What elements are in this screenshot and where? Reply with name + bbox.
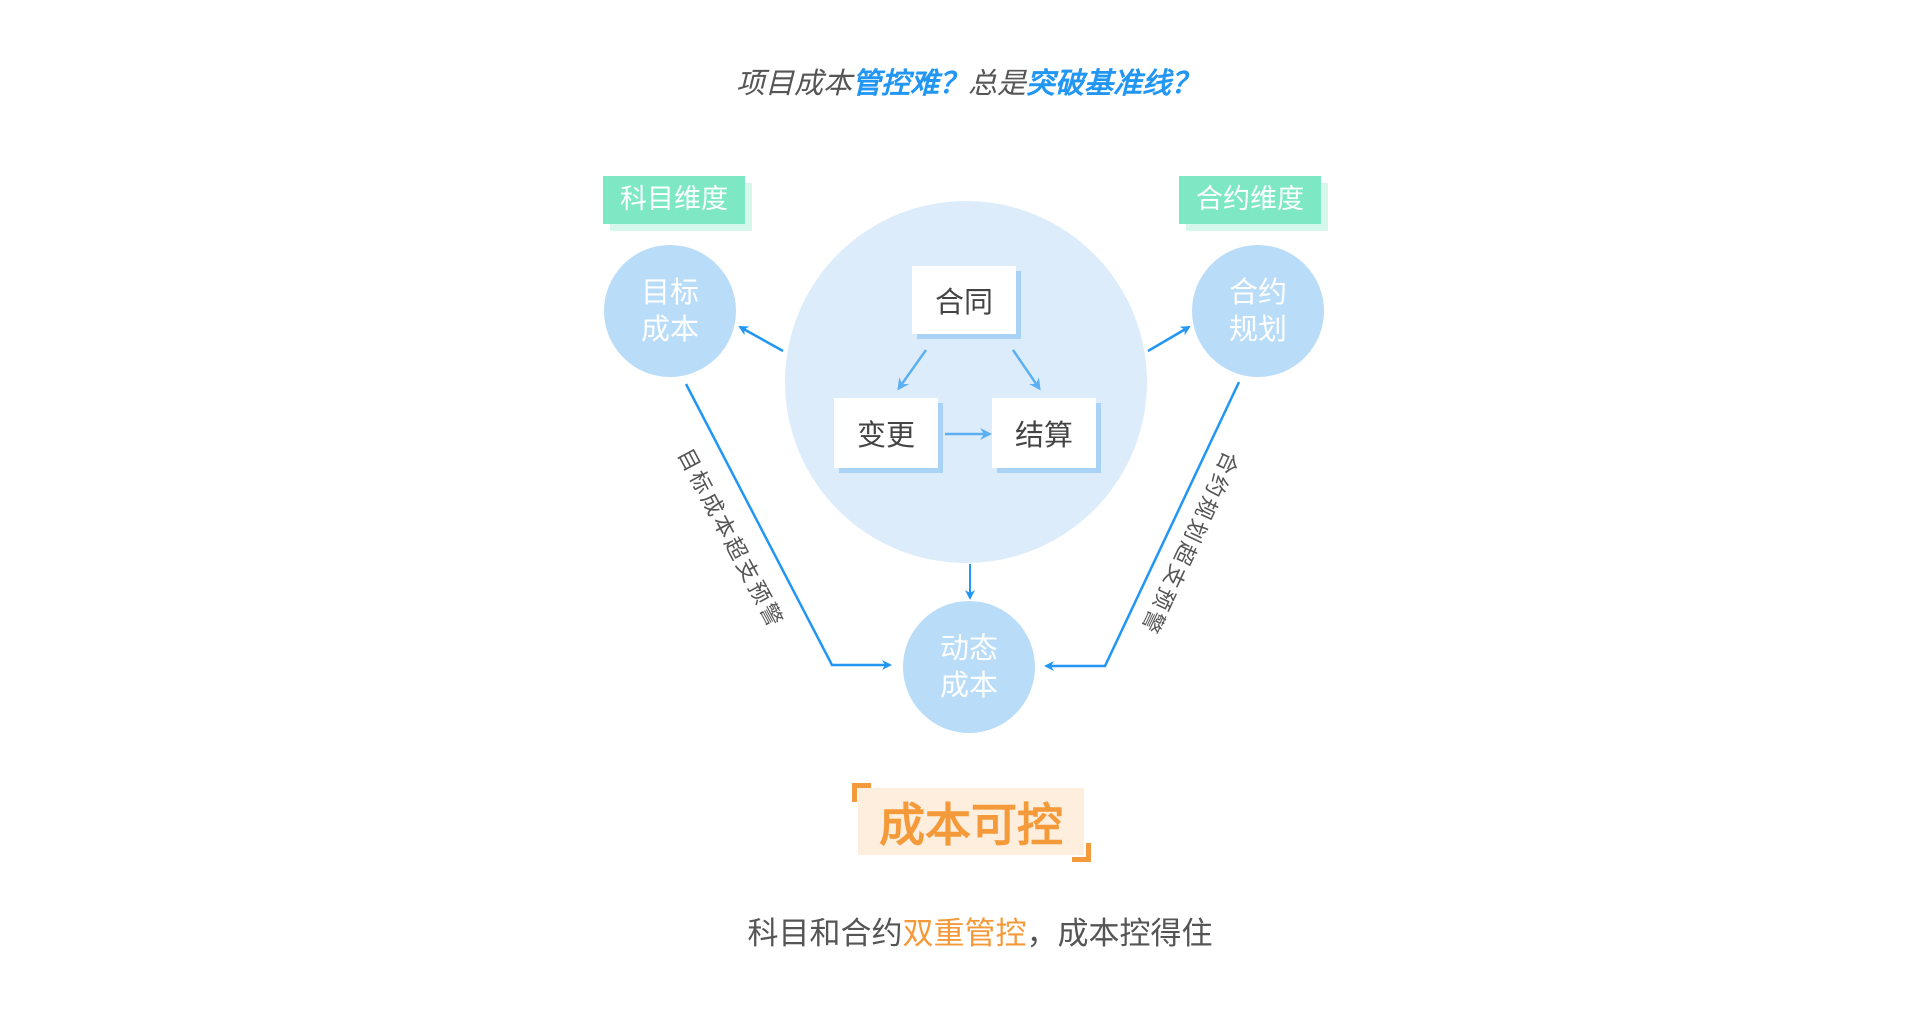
node-dynamic-cost: 动态成本 xyxy=(903,601,1035,733)
headline-highlight: 突破基准线？ xyxy=(1026,66,1201,100)
headline: 项目成本管控难？总是突破基准线？ xyxy=(0,60,1920,102)
node-label: 合约 xyxy=(1228,275,1287,309)
node-contract-plan: 合约规划 xyxy=(1192,245,1324,377)
node-label: 成本 xyxy=(640,312,699,346)
subtitle-highlight: 双重管控 xyxy=(902,916,1027,952)
headline-text: 项目成本 xyxy=(735,66,852,100)
arrow-to-contract-plan xyxy=(1147,325,1191,353)
left-warning-line xyxy=(684,383,892,670)
box-change: 变更 xyxy=(834,398,938,468)
tag-subject-dimension: 科目维度 xyxy=(603,176,745,224)
node-label: 规划 xyxy=(1228,312,1287,346)
node-target-cost: 目标成本 xyxy=(604,245,736,377)
arrow-to-target-cost xyxy=(738,325,784,353)
arrow-contract-change xyxy=(897,349,928,391)
tag-contract-dimension: 合约维度 xyxy=(1179,176,1321,224)
bracket-top-left xyxy=(852,783,871,802)
node-label: 目标 xyxy=(640,275,699,309)
bracket-bottom-right xyxy=(1072,843,1091,862)
right-warning-line xyxy=(1044,381,1241,671)
headline-highlight: 管控难？ xyxy=(851,66,968,100)
box-settlement: 结算 xyxy=(992,398,1096,468)
node-label: 成本 xyxy=(939,668,998,702)
arrow-contract-settlement xyxy=(1011,349,1041,391)
goal-badge: 成本可控 xyxy=(858,788,1084,855)
headline-text: 总是 xyxy=(968,66,1027,100)
center-circle xyxy=(785,201,1147,563)
subtitle-text: ，成本控得住 xyxy=(1026,916,1213,952)
subtitle-text: 科目和合约 xyxy=(747,916,903,952)
node-label: 动态 xyxy=(939,631,998,665)
box-contract: 合同 xyxy=(912,266,1016,334)
subtitle: 科目和合约双重管控，成本控得住 xyxy=(0,908,1920,953)
